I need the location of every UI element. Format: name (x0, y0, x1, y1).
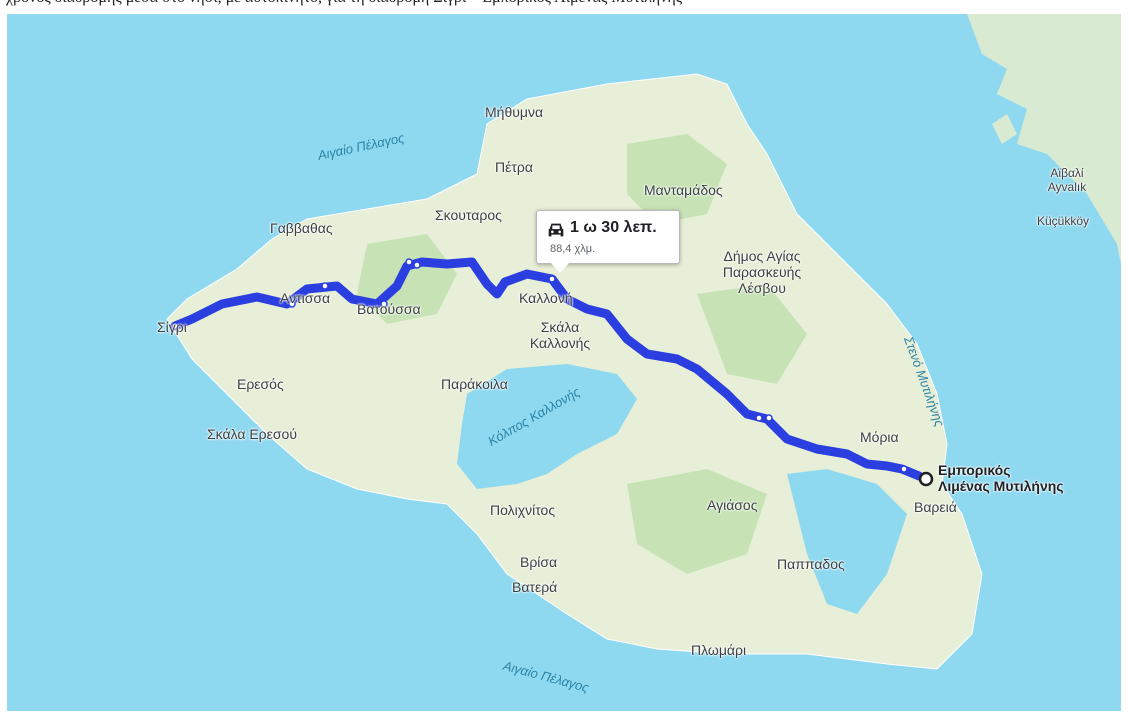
route-info-bubble[interactable]: 1 ω 30 λεπ. 88,4 χλμ. (536, 210, 680, 273)
green-area (697, 284, 807, 384)
route-waypoints (171, 258, 908, 473)
route-distance: 88,4 χλμ. (550, 243, 596, 255)
place-label: Ερεσός (237, 376, 284, 392)
header-caption: χρόνος διαδρομής μέσα στο νησί, με αυτοκ… (6, 0, 1126, 11)
car-icon (545, 219, 567, 241)
place-label: Αντισσα (280, 290, 331, 306)
place-label: Μήθυμνα (485, 104, 544, 120)
place-label: Σκουταρος (435, 207, 502, 223)
place-label: Σκάλα Ερεσού (207, 426, 297, 442)
destination-circle-icon[interactable] (918, 471, 934, 487)
place-label: Βατούσσα (357, 301, 421, 317)
place-label: Βατερά (512, 579, 558, 595)
gulf-of-gera (787, 469, 907, 614)
place-label: Καλλονή (519, 290, 573, 306)
place-label: Δήμος Αγίας Παρασκευής Λέσβου (722, 248, 802, 296)
turkey-islands (992, 74, 1082, 144)
place-label: Μόρια (860, 429, 899, 445)
gulf-of-kalloni (457, 364, 637, 489)
place-label: Βρίσα (520, 554, 558, 570)
place-label: Βαρειά (914, 499, 957, 515)
place-label: Πλωμάρι (691, 642, 747, 658)
place-label: Παράκοιλα (441, 376, 508, 392)
destination-label[interactable]: Εμπορικός Λιμένας Μυτιλήνης (938, 462, 1064, 494)
place-label: Αγιάσος (707, 497, 758, 513)
map-canvas[interactable] (7, 14, 1121, 711)
place-label: Πέτρα (495, 159, 533, 175)
route-duration: 1 ω 30 λεπ. (570, 219, 657, 236)
green-area (627, 134, 727, 224)
place-label: Παππαδος (777, 556, 845, 572)
route-line (170, 257, 924, 481)
place-label: Σίγρι (157, 319, 187, 335)
turkey-coast (967, 14, 1121, 264)
place-label: Αϊβαλί Ayvalık (1047, 166, 1087, 194)
green-area (627, 469, 767, 574)
place-label: Γαββαθας (270, 220, 333, 236)
place-label: Küçükköy (1037, 214, 1090, 228)
map-view[interactable]: Αιγαίο Πέλαγος Αιγαίο Πέλαγος Κόλπος Καλ… (7, 14, 1121, 711)
place-label: Μανταμάδος (644, 182, 723, 198)
place-label: Πολιχνίτος (490, 502, 556, 518)
place-label: Σκάλα Καλλονής (529, 319, 591, 351)
destination-line1: Εμπορικός (938, 462, 1011, 478)
destination-line2: Λιμένας Μυτιλήνης (938, 478, 1064, 494)
